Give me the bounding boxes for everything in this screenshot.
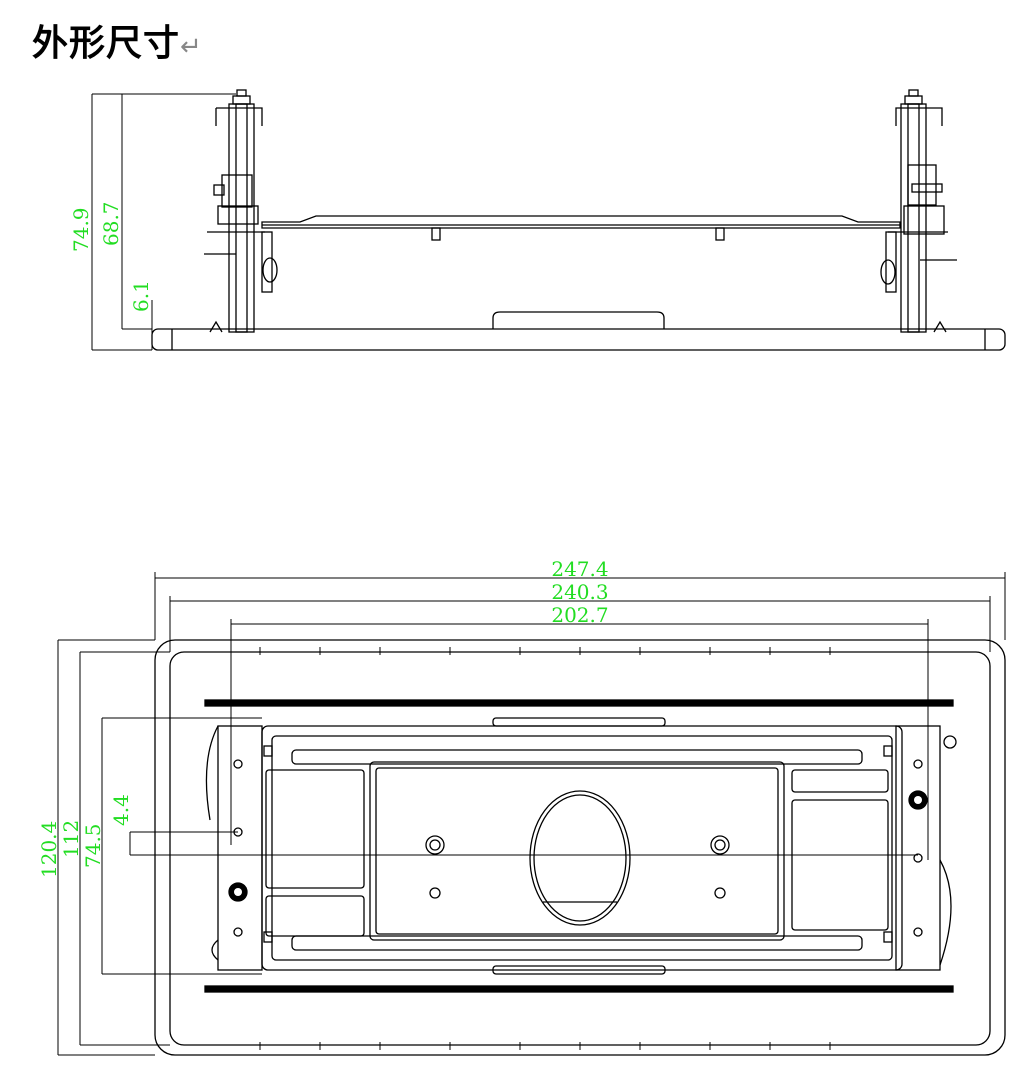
dim-top-outer-depth: 120.4 [37, 821, 61, 878]
dim-side-frame-height: 68.7 [99, 201, 123, 246]
top-slot-lower [291, 935, 863, 951]
dim-top-offset: 4.4 [109, 794, 133, 826]
side-base-plate [151, 328, 1006, 351]
title-text: 外形尺寸 [32, 23, 181, 64]
top-left-bracket [205, 725, 273, 971]
dim-top-frame-depth: 74.5 [81, 823, 105, 868]
dim-top-bracket-span: 202.7 [551, 603, 608, 627]
return-mark: ↵ [180, 32, 203, 62]
dim-side-total-height: 74.9 [69, 207, 93, 252]
side-dimension-lines [91, 93, 236, 351]
top-edge-ticks [259, 647, 831, 1050]
top-center-oval [529, 790, 631, 926]
side-right-bracket [880, 89, 957, 333]
dim-side-base-thickness: 6.1 [129, 280, 153, 312]
side-deck-plate [261, 215, 901, 229]
side-view: 74.9 68.7 6.1 [69, 89, 1006, 351]
dim-top-inner-depth: 112 [59, 820, 83, 858]
side-left-bracket [204, 89, 278, 333]
top-view: 247.4 240.3 202.7 120.4 112 74.5 4.4 [37, 557, 1006, 1056]
top-rail-upper [204, 699, 954, 707]
top-rail-lower [204, 985, 954, 993]
top-holes [425, 835, 730, 899]
top-slot-upper [291, 749, 863, 765]
top-center-panel [369, 761, 785, 941]
side-center-handle [492, 311, 665, 329]
page-title: 外形尺寸↵ [32, 14, 203, 66]
top-dimension-lines [57, 572, 1006, 1056]
dim-top-inner-width: 240.3 [551, 580, 608, 604]
dim-top-outer-width: 247.4 [551, 557, 608, 581]
top-base-outer [154, 639, 1006, 1056]
top-right-bracket [883, 725, 957, 971]
